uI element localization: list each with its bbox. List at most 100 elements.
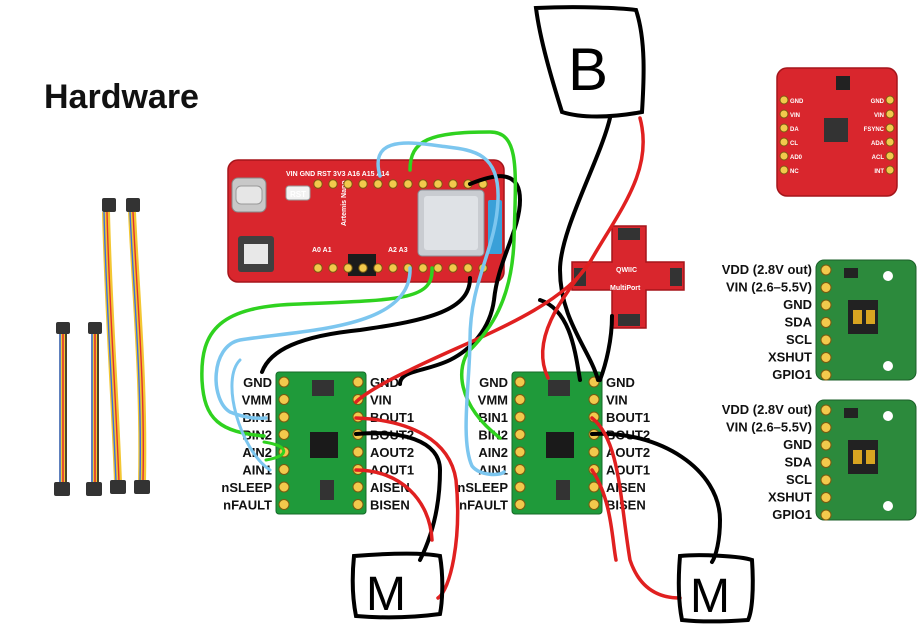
motor-icon-left: M [350, 551, 445, 621]
battery-icon: B [533, 5, 646, 119]
mcu-pin-top [418, 179, 428, 189]
tofB-pin-label: VIN (2.6–5.5V) [726, 420, 812, 435]
wiring [200, 116, 722, 600]
mcu-pin-top [313, 179, 323, 189]
drvR-pin-in [514, 429, 526, 440]
mcu-pin-top [448, 179, 458, 189]
mcu-pin-bottom [328, 263, 338, 273]
drvR-pin-in [514, 446, 526, 458]
qwiic-cable-long-2 [126, 198, 150, 494]
imu-pin-left [779, 95, 789, 105]
drvR-input-label: BIN2 [478, 428, 508, 443]
wire-black-multiport [598, 314, 614, 382]
tofA-pin [820, 369, 832, 381]
wire-black-gnd-left [260, 276, 472, 374]
wire-black-motor-right [590, 431, 722, 564]
mcu-silk-top: VIN GND RST 3V3 A16 A15 A14 [286, 171, 389, 178]
motor-right-label: M [690, 570, 730, 623]
imu-pin-right-label: VIN [874, 113, 884, 119]
motor-driver-right [511, 371, 603, 515]
imu-pin-left-label: GND [790, 99, 804, 105]
mcu-silk-name: Artemis Nano [341, 180, 348, 226]
tof-top-pins [820, 264, 832, 381]
mcu-header-pins [313, 179, 488, 273]
tofA-pin [820, 352, 832, 363]
drvL-input-label: VMM [242, 393, 272, 408]
wire-black-battery-gnd [558, 116, 612, 382]
imu-pin-left-label: NC [790, 169, 799, 175]
wire-red-battery-right [541, 260, 592, 380]
tofB-pin-label: XSHUT [768, 490, 812, 505]
mcu-pin-top [358, 179, 368, 189]
tof-top-labels: VDD (2.8V out)VIN (2.6–5.5V)GNDSDASCLXSH… [722, 262, 813, 382]
qwiic-cable-icon [54, 198, 150, 496]
mcu-pin-top [433, 179, 443, 189]
wire-red-motor-left-2 [354, 468, 434, 542]
page-title: Hardware [44, 78, 199, 116]
wire-red-motor-right [590, 416, 682, 600]
drvR-pin-in [514, 464, 526, 475]
drvL-pin-in [278, 411, 290, 423]
mcu-pin-bottom [418, 263, 428, 273]
tofB-pin [820, 492, 832, 503]
tofA-pin-label: GPIO1 [772, 367, 812, 382]
qwiic-multiport-board: QWIIC MultiPort [571, 225, 685, 329]
mcu-pin-bottom [373, 263, 383, 273]
wire-green-right [408, 130, 518, 440]
imu-pin-left [779, 165, 789, 175]
drvR-output-label: VIN [606, 393, 628, 408]
tofA-pin-label: VIN (2.6–5.5V) [726, 280, 812, 295]
imu-pin-right [885, 123, 895, 133]
tofA-pin-label: SDA [785, 315, 813, 330]
drvR-pin-out [588, 394, 600, 405]
imu-pin-right [885, 109, 895, 119]
drvR-pin-out [588, 446, 600, 458]
mcu-pin-bottom [313, 263, 323, 273]
tofA-pin [820, 282, 832, 293]
mcu-pin-top [388, 179, 398, 189]
imu-pin-left-label: CL [790, 141, 798, 147]
drvR-output-label: AISEN [606, 480, 646, 495]
driver-right-pins [514, 376, 600, 510]
tofB-pin-label: GND [783, 437, 812, 452]
tof-sensor-bottom [815, 399, 917, 521]
tofB-pin [820, 439, 832, 451]
tofB-pin [820, 457, 832, 468]
mcu-pin-bottom [388, 263, 398, 273]
drvL-pin-in [278, 499, 290, 510]
mcu-pin-top [373, 179, 383, 189]
mcu-pin-top [403, 179, 413, 189]
drvR-output-label: AOUT2 [606, 445, 650, 460]
imu-pin-left [779, 109, 789, 119]
mcu-pin-bottom [433, 263, 443, 273]
drvL-output-label: AOUT2 [370, 445, 414, 460]
mcu-pin-bottom [448, 263, 458, 273]
drvR-pin-in [514, 376, 526, 388]
drvR-input-label: AIN2 [478, 445, 508, 460]
imu-pin-right-label: GND [871, 99, 885, 105]
tofA-pin-label: XSHUT [768, 350, 812, 365]
tofA-pin [820, 299, 832, 311]
drvR-pin-in [514, 394, 526, 405]
drvL-pin-out [352, 481, 364, 493]
battery-label: B [568, 36, 608, 103]
wire-red-motor-right-2 [590, 468, 618, 562]
imu-pin-left-label: DA [790, 127, 799, 133]
tofA-pin [820, 264, 832, 276]
drvL-pin-in [278, 394, 290, 405]
drvR-pin-in [514, 411, 526, 423]
drvR-input-label: BIN1 [478, 410, 508, 425]
wire-green-left [200, 266, 434, 438]
motor-icon-right: M [676, 553, 755, 624]
drvL-pin-in [278, 429, 290, 440]
imu-pin-right [885, 151, 895, 161]
tofB-pin [820, 509, 832, 521]
mcu-pin-bottom [358, 263, 368, 273]
drvL-output-label: AISEN [370, 480, 410, 495]
tofB-pin [820, 422, 832, 433]
tofA-pin [820, 317, 832, 328]
